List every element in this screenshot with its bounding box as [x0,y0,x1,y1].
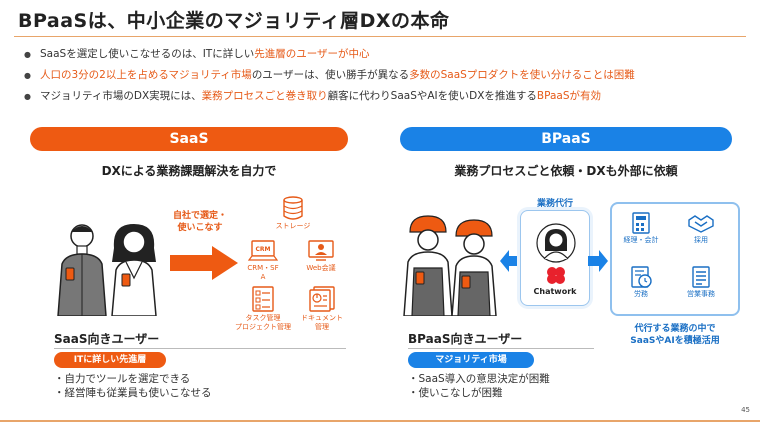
saas-subheading: DXによる業務課題解決を自力で [101,164,277,178]
bullet-item: SaaSを選定し使いこなせるのは、ITに詳しい先進層のユーザーが中心 [24,44,744,65]
tool-document-management: ドキュメント 管理 [290,286,354,332]
bpaas-user-divider [408,348,594,349]
database-icon [283,196,303,220]
op-sales-admin: 営業事務 [676,266,726,299]
tool-crm: CRM CRM・SF A [238,240,288,282]
bullet-list: SaaSを選定し使いこなせるのは、ITに詳しい先進層のユーザーが中心 人口の3分… [24,44,744,107]
tool-web-meeting: Web会議 [296,240,346,273]
agent-brand-name: Chatwork [533,287,577,296]
accounting-calculator-icon [632,212,650,234]
bpaas-users-illustration [403,215,497,316]
bullet-item: マジョリティ市場のDX実現には、業務プロセスごと巻き取り顧客に代わりSaaSやA… [24,86,744,107]
video-conference-icon [308,240,334,261]
op-labor: 労務 [616,266,666,299]
saas-user-tag: ITに詳しい先進層 [54,352,166,368]
bpaas-right-arrow-icon [588,250,608,272]
highlight-text: 先進層のユーザーが中心 [254,48,370,60]
highlight-text: 多数のSaaSプロダクトを使い分けることは困難 [409,69,635,81]
footer-divider [0,420,760,422]
op-accounting: 経理・会計 [616,212,666,245]
handshake-icon [688,215,714,233]
highlight-text: 業務プロセスごと巻き取り [201,90,328,102]
bpaas-user-label: BPaaS向きユーザー [408,332,523,346]
agent-avatar-icon [536,223,576,263]
slide-title: BPaaSは、中小企業のマジョリティ層DXの本命 [18,10,450,32]
saas-header-pill: SaaS [30,127,348,151]
bullet-text: のユーザーは、使い勝手が異なる [251,69,410,81]
highlight-text: BPaaSが有効 [536,90,602,102]
saas-user-label: SaaS向きユーザー [54,332,160,346]
op-hiring: 採用 [676,212,726,245]
chatwork-logo-icon [547,267,565,284]
bullet-text: マジョリティ市場のDX実現には、 [40,90,202,102]
task-checklist-icon [252,286,274,312]
document-chart-icon [309,286,335,312]
saas-right-arrow-icon [170,246,238,280]
page-number: 45 [741,406,750,414]
document-list-icon [692,266,710,288]
highlight-text: 人口の3分の2以上を占めるマジョリティ市場 [40,69,252,81]
operations-caption: 代行する業務の中で SaaSやAIを積極活用 [630,324,720,346]
bullet-text: 顧客に代わりSaaSやAIを使いDXを推進する [327,90,537,102]
agent-card: Chatwork [520,210,590,306]
tool-storage: ストレージ [268,196,318,231]
bpaas-user-tag: マジョリティ市場 [408,352,534,368]
bullet-item: 人口の3分の2以上を占めるマジョリティ市場のユーザーは、使い勝手が異なる多数のS… [24,65,744,86]
saas-users-illustration [57,224,157,316]
bpaas-left-arrow-icon [500,250,520,272]
bpaas-user-description: ・SaaS導入の意思決定が困難 ・使いこなしが困難 [408,373,550,399]
saas-user-divider [54,348,346,349]
crm-icon-text: CRM [256,246,271,253]
bullet-text: SaaSを選定し使いこなせるのは、ITに詳しい [40,48,255,60]
saas-callout: 自社で選定・ 使いこなす [172,211,227,233]
crm-laptop-icon: CRM [248,240,278,261]
bpaas-header-pill: BPaaS [400,127,732,151]
outsourced-operations-box [610,202,740,316]
timecard-clock-icon [631,266,652,288]
title-divider [14,36,746,37]
agent-label: 業務代行 [536,199,573,209]
saas-user-description: ・自力でツールを選定できる ・経営陣も従業員も使いこなせる [54,373,212,399]
bpaas-subheading: 業務プロセスごと依頼・DXも外部に依頼 [454,164,678,178]
tool-task-management: タスク管理 プロジェクト管理 [228,286,298,332]
